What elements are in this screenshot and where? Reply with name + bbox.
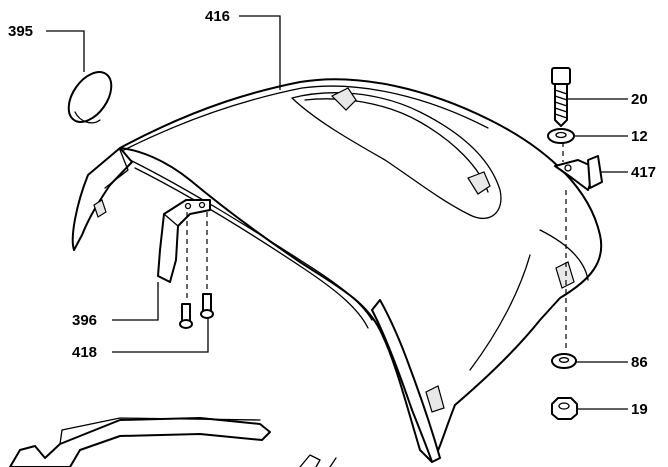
callout-12: 12: [631, 128, 648, 145]
callout-20: 20: [631, 91, 648, 108]
callout-416: 416: [205, 8, 230, 25]
leader-396: [112, 282, 159, 321]
cap-part-395: [67, 71, 113, 124]
washer-part-12: [547, 128, 575, 144]
callout-417: 417: [631, 164, 656, 181]
hardware-axis-line: [562, 142, 567, 350]
callout-395: 395: [8, 23, 33, 40]
washer-part-86: [551, 353, 577, 369]
lower-component-partial: [9, 417, 337, 467]
latch-part-417: [554, 155, 603, 191]
leader-416: [239, 15, 281, 90]
leader-395: [46, 30, 85, 72]
callout-86: 86: [631, 354, 648, 371]
callout-19: 19: [631, 401, 648, 418]
bolt-part-20: [551, 67, 571, 127]
rear-cover-part-416: [71, 78, 603, 463]
leader-418: [112, 318, 209, 353]
bracket-part-396: [157, 199, 211, 283]
screws-part-418: [179, 293, 214, 329]
nut-part-19: [551, 397, 578, 420]
callout-418: 418: [72, 344, 97, 361]
callout-396: 396: [72, 312, 97, 329]
